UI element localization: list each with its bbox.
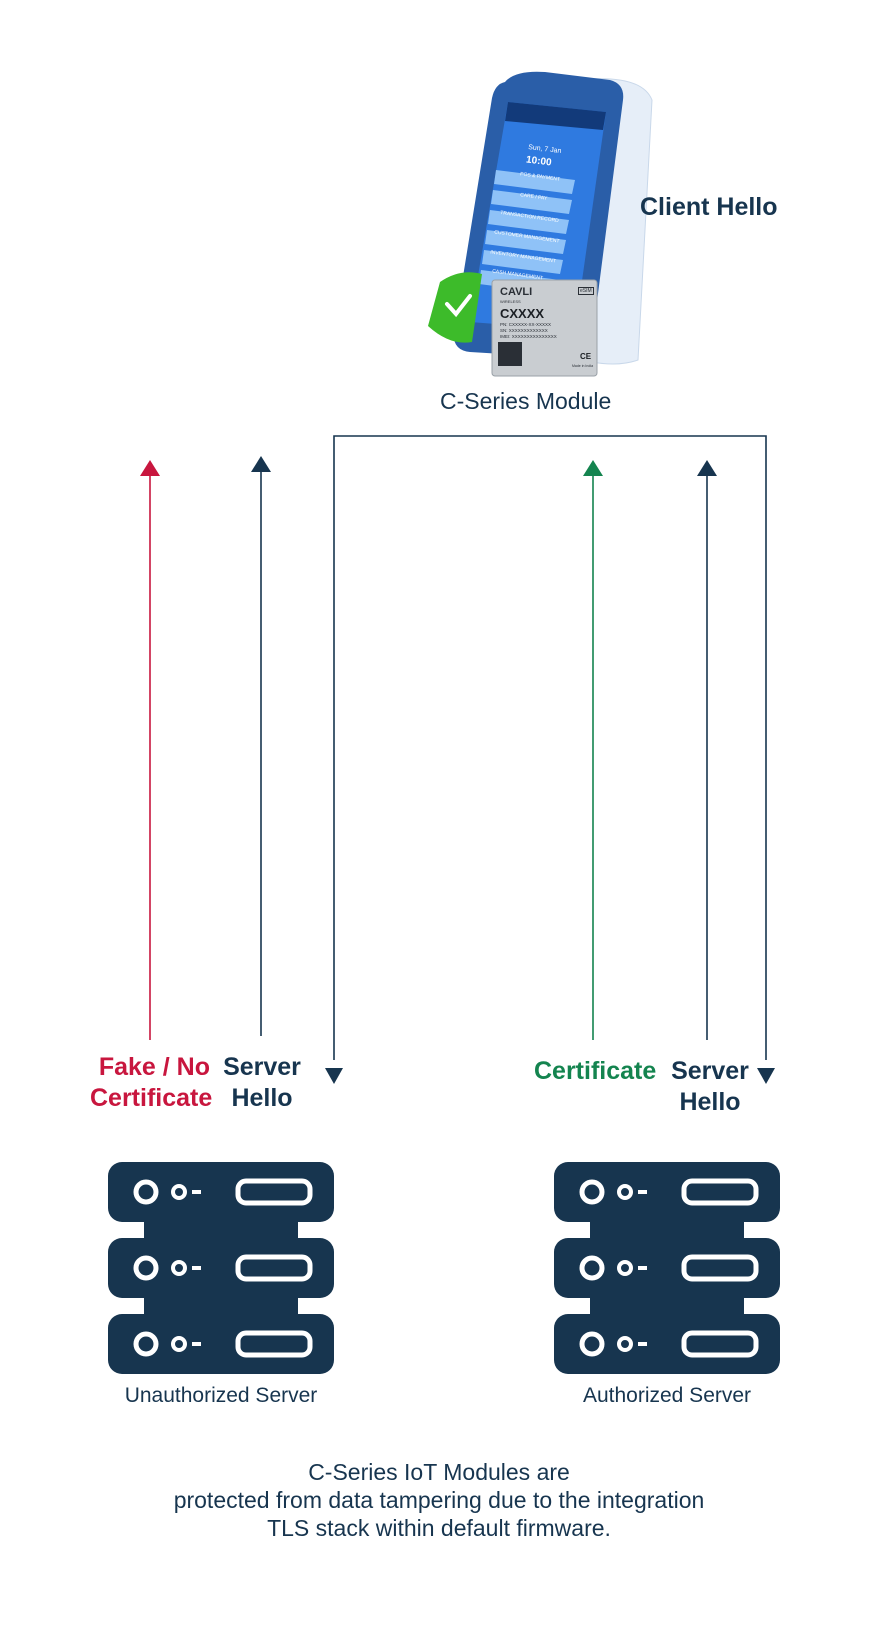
authorized-server-icon [554, 1162, 780, 1374]
chip-sn: SN: XXXXXXXXXXXXX [500, 328, 548, 333]
fake-certificate-line2: Certificate [90, 1084, 213, 1112]
client-hello-label: Client Hello [640, 193, 778, 221]
module-label: C-Series Module [440, 388, 612, 414]
chip-imei: IMEI: XXXXXXXXXXXXXXX [500, 334, 557, 339]
certificate-arrowhead [583, 460, 603, 476]
authorized-server-hello-arrowhead [697, 460, 717, 476]
screen-status-bar [505, 102, 606, 130]
chip-model: CXXXX [500, 306, 545, 321]
chip-esim-badge: eSIM [578, 287, 594, 295]
server-rack-unit [554, 1314, 780, 1374]
server-hello-line1: Server [671, 1057, 749, 1085]
authorized-server-hello-label: Server Hello [668, 1056, 752, 1118]
footer-line2: protected from data tampering due to the… [173, 1487, 705, 1513]
unauthorized-server-icon [108, 1162, 334, 1374]
footer-line1: C-Series IoT Modules are [308, 1459, 570, 1485]
server-hello-line2: Hello [679, 1088, 741, 1116]
chip-brand-sub: WIRELESS [500, 299, 521, 304]
unauthorized-server-label: Unauthorized Server [124, 1384, 318, 1407]
client-hello-connector [333, 435, 767, 1060]
chip-ce-mark: CE [580, 352, 592, 361]
chip-footer: Made in India [572, 364, 594, 368]
footer-caption: C-Series IoT Modules are protected from … [0, 1458, 878, 1542]
server-rack-unit [108, 1238, 334, 1298]
unauthorized-server-hello-label: Server Hello [220, 1052, 304, 1114]
server-hello-line1: Server [223, 1053, 301, 1081]
security-shield-icon [428, 272, 482, 343]
shield-check-icon [445, 294, 472, 318]
chip-brand: CAVLI [500, 286, 533, 298]
footer-line3: TLS stack within default firmware. [267, 1515, 611, 1541]
server-hello-line2: Hello [231, 1084, 293, 1112]
certificate-label: Certificate [534, 1057, 657, 1085]
arrowhead-to-authorized [757, 1068, 775, 1084]
chip-pn: PN: CXXXXX-XX-XXXXX [500, 322, 552, 327]
chip-qr-code [498, 342, 522, 366]
unauthorized-server-hello-arrowhead [251, 456, 271, 472]
arrowhead-to-unauthorized [325, 1068, 343, 1084]
fake-certificate-arrowhead [140, 460, 160, 476]
server-rack-unit [554, 1162, 780, 1222]
server-rack-unit [108, 1162, 334, 1222]
server-rack-unit [108, 1314, 334, 1374]
server-rack-unit [554, 1238, 780, 1298]
fake-certificate-line1: Fake / No [98, 1053, 210, 1081]
authorized-server-label: Authorized Server [582, 1384, 752, 1407]
fake-certificate-label: Fake / No Certificate [90, 1052, 213, 1114]
